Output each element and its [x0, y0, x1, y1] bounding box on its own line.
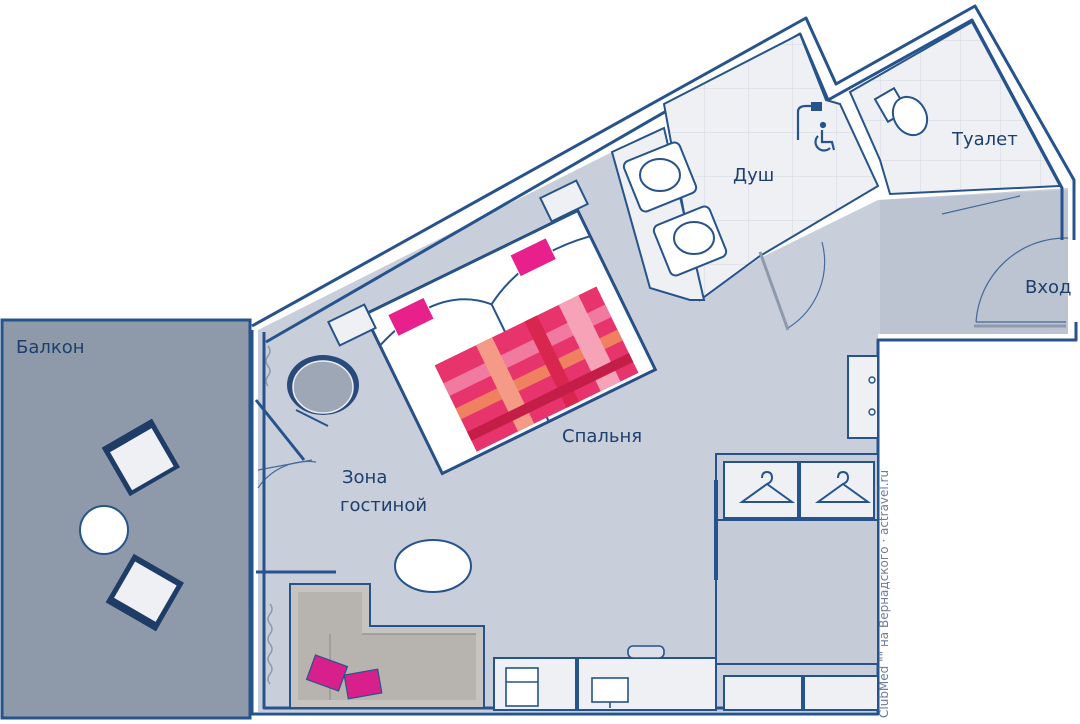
- table-icon: [394, 539, 472, 593]
- credit-text: ClubMed "" на Вернадского · actravel.ru: [877, 469, 891, 718]
- desk-chair: [627, 645, 665, 659]
- bed-icon: [362, 208, 658, 476]
- label-bedroom: Спальня: [562, 426, 643, 447]
- toilet-icon: [873, 86, 929, 137]
- balcony-table: [79, 505, 129, 555]
- label-toilet: Туалет: [952, 129, 1018, 150]
- label-living-zone-2: гостиной: [340, 495, 428, 516]
- monitor-icon: [591, 677, 629, 708]
- label-entrance: Вход: [1025, 277, 1072, 298]
- hanger-icon: [738, 470, 872, 503]
- armchair-icon: [287, 355, 359, 427]
- balcony-chair-2: [105, 553, 184, 632]
- door-frames: [758, 251, 1066, 331]
- curtain-icon: [265, 345, 273, 685]
- balcony-windows: [254, 399, 336, 574]
- label-shower: Душ: [733, 165, 775, 186]
- wheelchair-icon: [814, 121, 836, 152]
- wardrobe: [714, 453, 879, 665]
- fridge-icon: [505, 667, 539, 707]
- balcony-chair-1: [101, 418, 180, 497]
- label-living-zone-1: Зона: [342, 467, 388, 488]
- sink-icon: [622, 141, 728, 277]
- sofa-icon: [289, 583, 485, 709]
- minibar: [847, 355, 879, 439]
- toilet-room: [848, 20, 1062, 196]
- bedside-tables: [326, 179, 590, 347]
- shower-icon: [796, 102, 822, 140]
- label-balcony: Балкон: [16, 337, 85, 358]
